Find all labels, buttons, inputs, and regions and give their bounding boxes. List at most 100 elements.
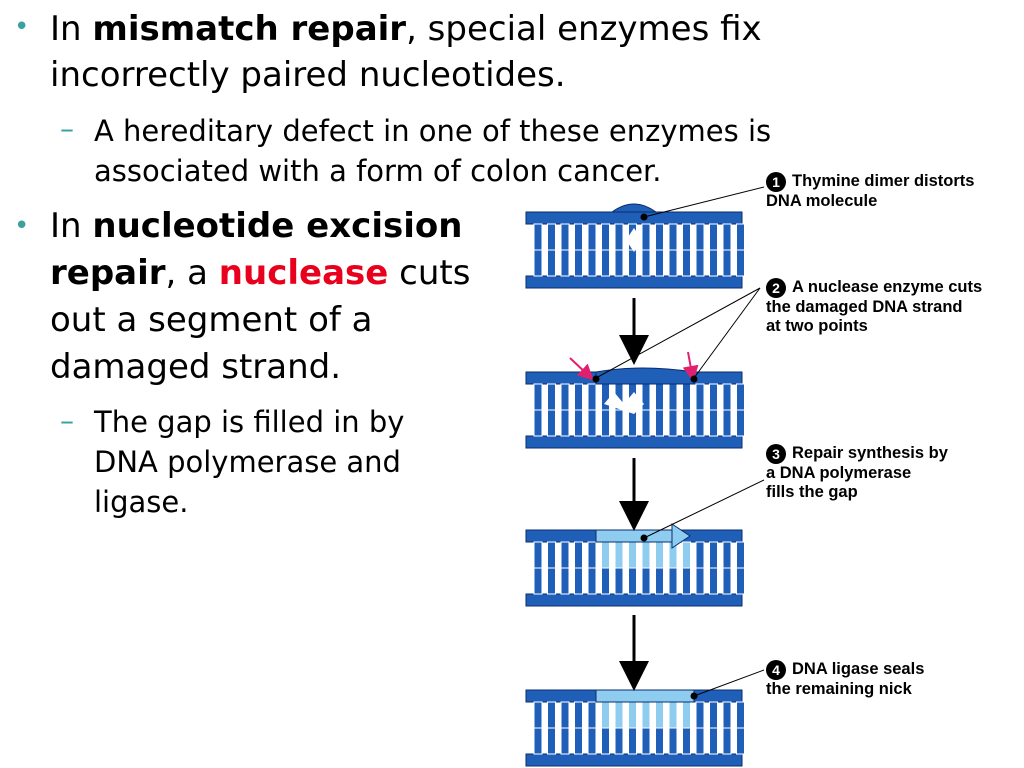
base-top [709,701,718,729]
base-bottom [628,727,637,755]
bullet-nucleotide-line3: out a segment of a [50,300,373,340]
base-top [587,701,597,729]
base-bottom [722,727,732,755]
sub-nucleotide-line1: The gap is filled in by [94,405,405,439]
sub-mismatch-line2: associated with a form of colon cancer. [94,154,662,188]
base-top [601,701,610,729]
base-bottom [547,727,556,755]
base-bottom [709,727,718,755]
base-top [682,541,691,569]
base-bottom [601,249,610,277]
base-bottom [736,567,745,595]
base-top [601,223,610,251]
base-top [668,383,678,411]
base-bottom [533,567,543,595]
bullet-dot: • [14,12,30,42]
base-top [736,223,745,251]
base-bottom [695,409,705,437]
base-bottom [587,249,597,277]
base-bottom [736,249,745,277]
base-bottom [641,409,651,437]
repair-strand [595,529,673,543]
base-top [722,541,732,569]
base-top [655,541,664,569]
base-top [587,383,597,411]
thymine-dimer [626,228,642,252]
base-bottom [682,727,691,755]
base-top [560,383,570,411]
base-bottom [601,409,610,437]
base-top [722,701,732,729]
base-bottom [682,409,691,437]
dna-backbone-bottom [525,753,743,767]
base-top [736,383,745,411]
base-top [560,223,570,251]
base-bottom [547,409,556,437]
thymine-dimer [604,392,644,414]
base-bottom [614,567,624,595]
base-bottom [655,567,664,595]
base-top [560,541,570,569]
base-top [574,701,583,729]
sub-dash: – [60,404,74,437]
base-top [641,701,651,729]
base-bottom [574,727,583,755]
bullet-nucleotide-line2: repair, a nuclease cuts [50,253,471,293]
base-top [533,701,543,729]
base-bottom [709,249,718,277]
base-bottom [533,249,543,277]
sub-nucleotide-line3: ligase. [94,485,189,519]
base-top [587,223,597,251]
base-top [722,383,732,411]
base-bottom [560,727,570,755]
base-bottom [628,249,637,277]
base-top [614,541,624,569]
base-top [682,701,691,729]
polymerase-arrow [671,523,691,549]
base-top [601,383,610,411]
base-bottom [641,567,651,595]
sub-mismatch-line1: A hereditary defect in one of these enzy… [94,114,772,148]
base-top [682,383,691,411]
base-bottom [560,409,570,437]
base-bottom [655,727,664,755]
base-bottom [614,249,624,277]
base-top [574,223,583,251]
base-top [641,541,651,569]
base-top [695,701,705,729]
base-bottom [641,727,651,755]
dna-backbone-bottom [525,275,743,289]
base-top [655,223,664,251]
base-top [574,541,583,569]
base-top [601,541,610,569]
dna-backbone-bottom [525,435,743,449]
base-bottom [574,249,583,277]
base-top [655,383,664,411]
base-bottom [709,409,718,437]
base-bottom [641,249,651,277]
base-top [641,383,651,411]
base-top [682,223,691,251]
base-top [547,701,556,729]
base-bottom [587,409,597,437]
base-bottom [722,409,732,437]
distortion-bump [610,203,658,213]
base-bottom [587,727,597,755]
base-bottom [695,727,705,755]
step-number-badge: 4 [766,660,786,680]
base-bottom [655,249,664,277]
base-top [628,701,637,729]
base-top [709,383,718,411]
base-bottom [668,249,678,277]
base-top [614,701,624,729]
base-bottom [533,727,543,755]
base-top [668,223,678,251]
base-top [655,701,664,729]
base-top [695,223,705,251]
base-bottom [547,249,556,277]
sub-nucleotide-line2: DNA polymerase and [94,445,401,479]
